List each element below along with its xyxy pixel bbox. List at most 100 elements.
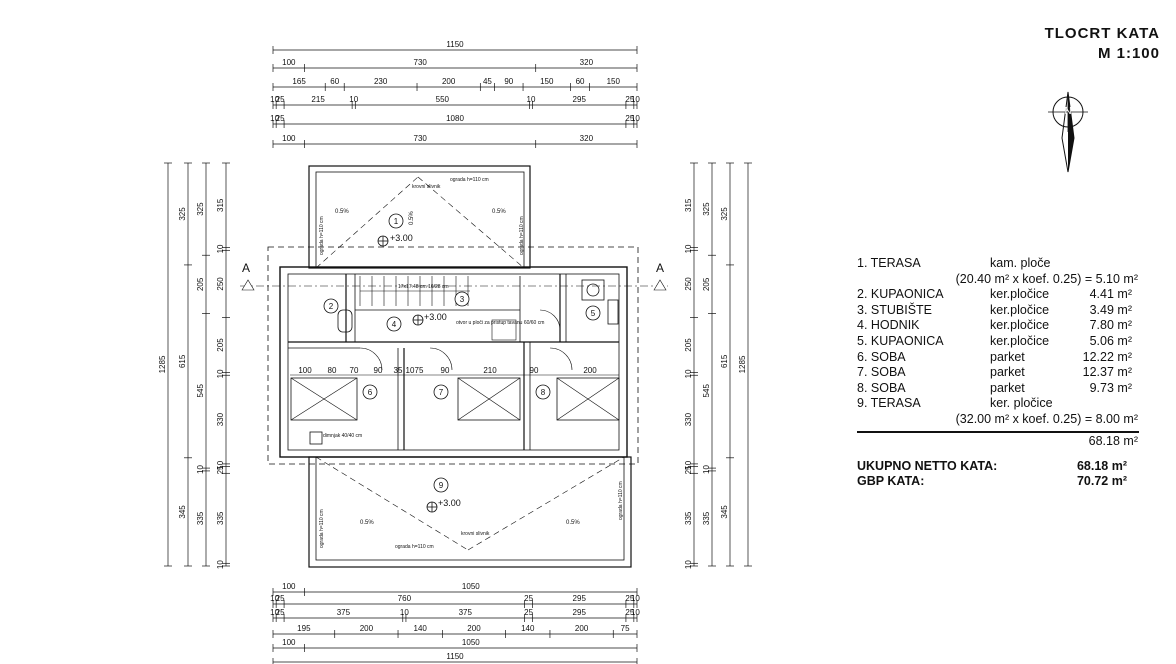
railing-side-note: ograda h=110 cm [618,481,624,520]
dimension-label: 295 [573,608,587,617]
total-divider [857,430,1139,433]
dimension-label: 545 [702,384,711,398]
summary-row: GBP KATA:70.72 m² [857,474,1127,489]
dimension-label: 730 [414,58,428,67]
dimension-label: 10 [216,244,225,253]
dimension-label: 10 [216,560,225,569]
dimension-label: 250 [216,277,225,291]
room-schedule-row: (32.00 m² x koef. 0.25) = 8.00 m² [857,412,1142,428]
room-schedule-row: 1. TERASA kam. ploče [857,256,1142,272]
dimension-label: 200 [360,624,374,633]
interior-dimension-label: 80 [328,366,337,375]
dimension-label: 215 [311,95,325,104]
dimension-label: 10 [349,95,358,104]
dimension-label: 345 [178,505,187,519]
room-area: 12.37 m² [1082,365,1132,380]
interior-dimension-label: 75 [415,366,424,375]
dimension-label: 10 [684,560,693,569]
railing-side-note: ograda h=110 cm [519,216,525,255]
dimension-label: 25 [625,594,634,603]
room-number-circle [388,213,404,229]
north-label: N [1064,106,1071,117]
dimension-label: 1285 [738,355,747,373]
dimension-label: 330 [684,412,693,426]
room-number: 7 [439,388,444,397]
room-finish: parket [990,380,1025,395]
dimension-label: 100 [282,638,296,647]
dimension-label: 335 [196,511,205,525]
room-name: 1. TERASA [857,256,921,270]
dimension-label: 205 [702,277,711,291]
dimension-label: 10 [631,594,640,603]
summary-label: UKUPNO NETTO KATA: [857,459,998,473]
room-number-circle [362,384,378,400]
dimension-label: 550 [436,95,450,104]
dimension-label: 25 [216,465,225,474]
room-area: 9.73 m² [1089,380,1132,395]
dimension-label: 1050 [462,582,480,591]
interior-dimension-label: 90 [530,366,539,375]
dimension-label: 205 [684,338,693,352]
dimension-label: 335 [684,511,693,525]
dimension-label: 60 [576,77,585,86]
dimension-label: 325 [196,202,205,216]
summary-row: UKUPNO NETTO KATA:68.18 m² [857,459,1127,474]
section-label-left: A [242,261,250,275]
room-number-circle [535,384,551,400]
dimension-label: 140 [414,624,428,633]
room-finish: kam. ploče [990,256,1051,270]
dimension-label: 545 [196,384,205,398]
dimension-label: 100 [282,582,296,591]
dimension-label: 90 [504,77,513,86]
dimension-label: 165 [292,77,306,86]
dimension-label: 250 [684,277,693,291]
interior-dimension-label: 70 [350,366,359,375]
dimension-label: 150 [540,77,554,86]
dimension-label: 100 [282,134,296,143]
interior-dimension-label: 200 [583,366,597,375]
dimension-label: 140 [521,624,535,633]
room-area-calculation: (32.00 m² x koef. 0.25) = 8.00 m² [955,411,1138,426]
dimension-label: 335 [216,511,225,525]
dimension-label: 25 [276,114,285,123]
summary-label: GBP KATA: [857,474,925,488]
room-finish: ker.pločice [990,287,1050,302]
dimension-label: 200 [442,77,456,86]
interior-dimension-label: 90 [441,366,450,375]
room-area: 7.80 m² [1089,318,1132,333]
dimension-label: 10 [631,608,640,617]
dimension-label: 25 [625,114,634,123]
dimension-label: 295 [573,594,587,603]
dimension-label: 25 [276,594,285,603]
dimension-label: 10 [631,95,640,104]
dimension-label: 320 [580,134,594,143]
room-area: 5.06 m² [1089,333,1132,348]
dimension-label: 10 [270,594,279,603]
room-name: 5. KUPAONICA [857,333,944,348]
dimension-label: 320 [580,58,594,67]
dimension-label: 335 [702,511,711,525]
room-name: 3. STUBIŠTE [857,302,933,317]
room-number: 8 [541,388,546,397]
dimension-label: 10 [631,114,640,123]
section-label-right: A [656,261,664,275]
dimension-label: 10 [527,95,536,104]
section-line-a [240,279,668,291]
room-finish: ker.pločice [990,318,1050,333]
dimension-label: 25 [524,594,533,603]
dimension-label: 205 [196,277,205,291]
dimension-label: 75 [621,624,630,633]
slope-label: 0.5% [566,520,580,526]
dimension-label: 730 [414,134,428,143]
room-number-circle [454,291,470,307]
dimension-label: 325 [720,207,729,221]
